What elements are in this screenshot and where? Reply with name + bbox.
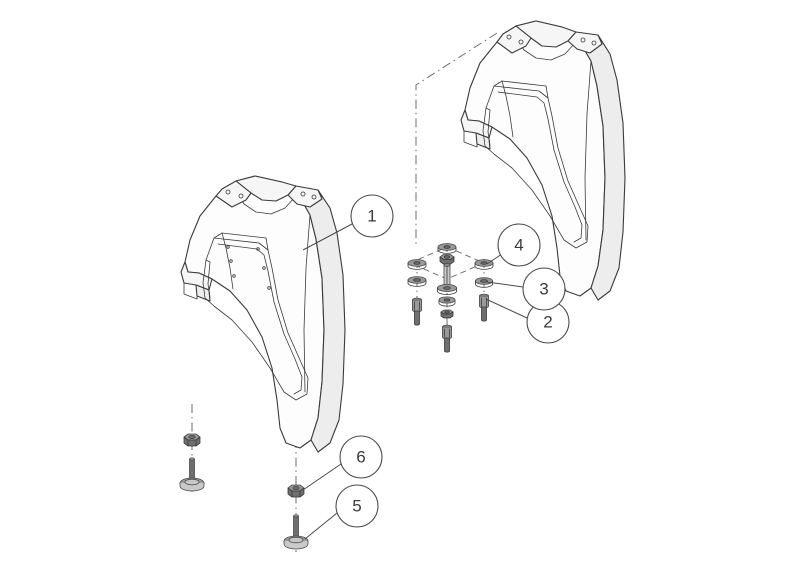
spacer-sleeve — [443, 263, 451, 287]
left-panel-foot-edge — [183, 282, 198, 300]
hardware-stack-right — [474, 259, 494, 322]
leader-3 — [486, 281, 524, 288]
right-panel-top-right-edge — [597, 34, 611, 55]
right-panel-inner-opening — [482, 85, 589, 249]
hex-nut — [183, 433, 201, 447]
callout-3[interactable]: 3 — [522, 267, 566, 311]
left-panel-tab-right-hole-1 — [300, 191, 306, 197]
leader-lines — [302, 223, 528, 540]
callout-4-circle[interactable] — [497, 223, 541, 267]
callout-1-label: 1 — [367, 206, 376, 225]
callout-5[interactable]: 5 — [335, 484, 379, 528]
left-panel-foot-inner — [195, 284, 211, 302]
leader-1 — [302, 223, 353, 251]
lock-washer — [407, 276, 427, 287]
right-panel-gusset-edge — [501, 80, 514, 138]
leader-2 — [485, 298, 528, 319]
left-panel-gusset-hole-2 — [229, 259, 233, 263]
right-panel-right-edge-thickness — [579, 34, 626, 301]
right-side-panel — [460, 20, 626, 301]
right-panel-inner-left-edge — [485, 107, 491, 147]
left-panel-gusset-hole-6 — [267, 286, 271, 290]
hex-bolt — [478, 293, 489, 322]
hardware-stack-lower-right — [283, 484, 309, 550]
callout-1-circle[interactable] — [350, 194, 394, 238]
flat-washer — [437, 243, 457, 254]
left-panel-right-edge-thickness — [299, 189, 346, 453]
left-panel-top-right-edge — [317, 189, 331, 209]
left-panel-inner-opening-offset — [217, 243, 303, 395]
right-panel-crease — [584, 60, 592, 241]
callout-6-circle[interactable] — [339, 435, 383, 479]
hardware-stack-lower-left — [179, 433, 205, 492]
left-panel-gusset-top — [213, 232, 269, 251]
left-side-panel — [180, 175, 346, 453]
callout-2-label: 2 — [543, 312, 552, 331]
left-panel-inner-opening — [202, 237, 309, 401]
hex-nut — [439, 254, 455, 265]
hex-bolt — [411, 297, 422, 326]
flat-washer — [407, 259, 427, 270]
right-panel-inner-opening-offset — [497, 91, 583, 243]
lock-washer — [474, 277, 493, 288]
leader-6 — [302, 463, 342, 491]
callout-6-label: 6 — [356, 447, 365, 466]
left-panel-tab-left — [215, 180, 252, 208]
leader-5 — [304, 512, 338, 540]
left-panel-gusset-hole-4 — [256, 247, 260, 251]
callout-3-label: 3 — [539, 279, 548, 298]
callout-3-circle[interactable] — [522, 267, 566, 311]
hardware-stack-left — [407, 259, 427, 326]
left-panel-tab-right — [287, 185, 323, 208]
callout-bubbles: 1 2 3 4 5 6 — [335, 194, 570, 528]
right-panel-tab-left-hole-1 — [506, 34, 512, 40]
left-panel-tab-left-hole-2 — [238, 193, 244, 199]
left-panel-gusset-edge — [221, 232, 234, 290]
callout-6[interactable]: 6 — [339, 435, 383, 479]
left-panel-inner-left-edge — [205, 259, 211, 299]
callout-1[interactable]: 1 — [350, 194, 394, 238]
hardware-stack-center — [436, 243, 457, 353]
right-panel-tab-left-hole-2 — [518, 39, 524, 45]
flange-head-bolt — [283, 514, 309, 550]
flat-washer — [436, 283, 457, 295]
hex-nut — [287, 484, 305, 498]
callout-5-label: 5 — [352, 496, 361, 515]
left-panel-crease — [303, 214, 311, 393]
left-panel-gusset-hole-1 — [226, 245, 230, 249]
callout-5-circle[interactable] — [335, 484, 379, 528]
flange-head-bolt — [179, 457, 205, 492]
right-panel-foot-inner — [475, 132, 491, 150]
flat-washer — [474, 259, 494, 270]
left-panel-gusset-hole-3 — [232, 274, 236, 278]
left-panel-tab-left-hole-1 — [225, 189, 231, 195]
left-panel-tab-right-hole-2 — [311, 194, 317, 200]
flat-washer — [438, 296, 456, 307]
hex-bolt — [441, 324, 452, 353]
callout-4[interactable]: 4 — [497, 223, 541, 267]
leader-4 — [486, 253, 503, 265]
callout-4-label: 4 — [514, 235, 523, 254]
centreline-right-panel — [415, 32, 498, 247]
right-panel-gusset-top — [493, 80, 549, 99]
left-panel-gusset-hole-5 — [262, 266, 266, 270]
right-panel-tab-right — [567, 31, 603, 54]
right-panel-foot-edge — [463, 130, 478, 148]
right-panel-tab-left — [496, 25, 532, 54]
hex-nut — [440, 309, 454, 319]
right-panel-tab-right-hole-1 — [580, 37, 586, 43]
right-panel-tab-right-hole-2 — [591, 40, 597, 46]
